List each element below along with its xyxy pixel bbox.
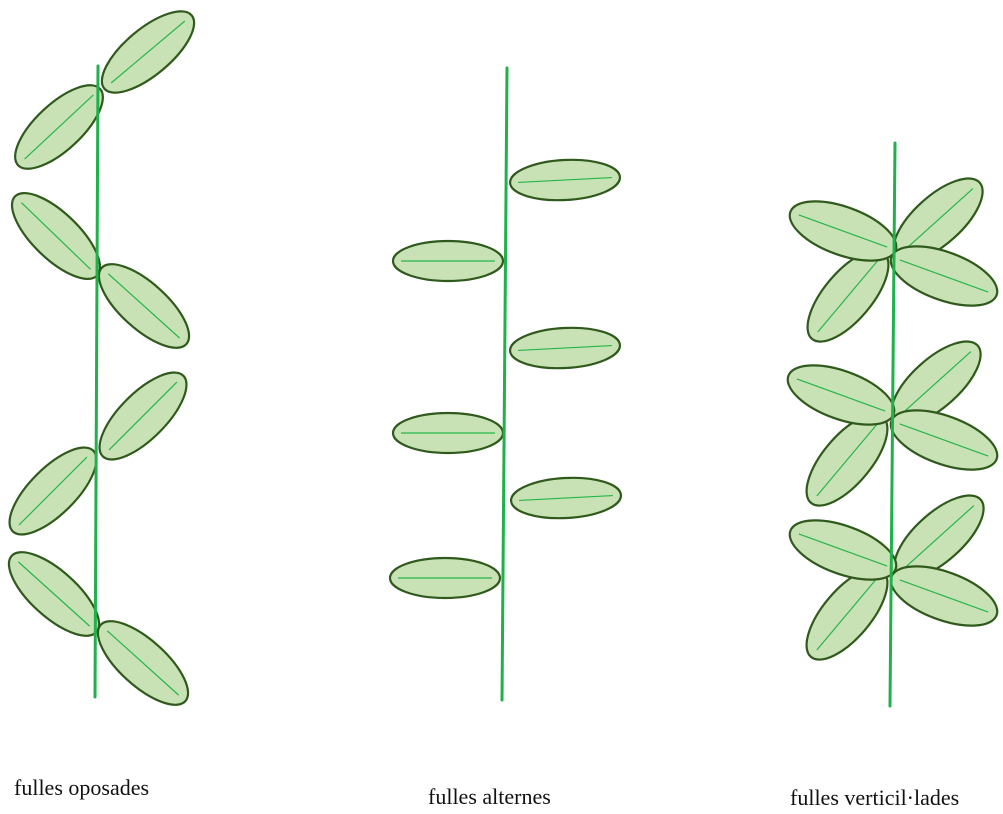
leaf [98, 371, 188, 461]
leaf [889, 565, 999, 627]
caption-whorled-leaves: fulles verticil·lades [790, 785, 960, 810]
leaf [788, 200, 898, 262]
stem [93, 64, 100, 699]
stem [888, 141, 897, 708]
leaf [788, 519, 898, 581]
caption-alternate-leaves: fulles alternes [428, 784, 551, 809]
leaf [391, 239, 505, 283]
leaf [8, 446, 98, 536]
leaf [96, 620, 190, 706]
leaf [14, 84, 104, 170]
leaf [388, 556, 502, 600]
caption-opposite-leaves: fulles oposades [14, 775, 150, 800]
leaf [100, 10, 196, 94]
leaf [509, 476, 623, 520]
leaf [391, 411, 505, 455]
leaf [508, 326, 622, 370]
leaf [508, 158, 622, 202]
whorled-leaves-plant [786, 141, 999, 708]
leaf [97, 263, 191, 349]
opposite-leaves-plant [7, 10, 196, 706]
stem [500, 66, 509, 702]
alternate-leaves-plant [388, 66, 623, 702]
